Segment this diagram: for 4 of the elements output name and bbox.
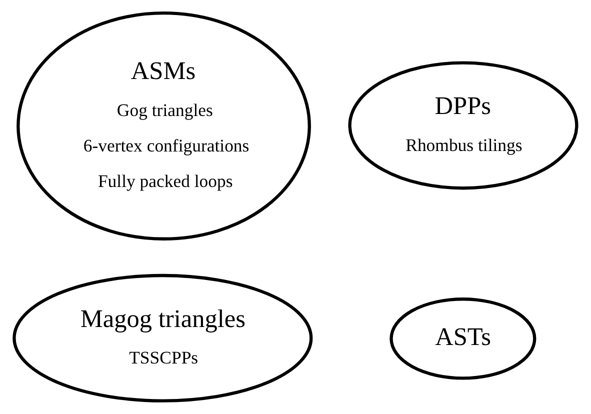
node-ellipse: DPPs Rhombus tilings <box>348 61 578 190</box>
node-ellipse: ASTs <box>390 298 536 380</box>
node-ellipse: ASMs Gog triangles 6-vertex configurations Fully packed loops <box>16 11 311 240</box>
node-ellipse: Magog triangles TSSCPPs <box>12 274 313 402</box>
